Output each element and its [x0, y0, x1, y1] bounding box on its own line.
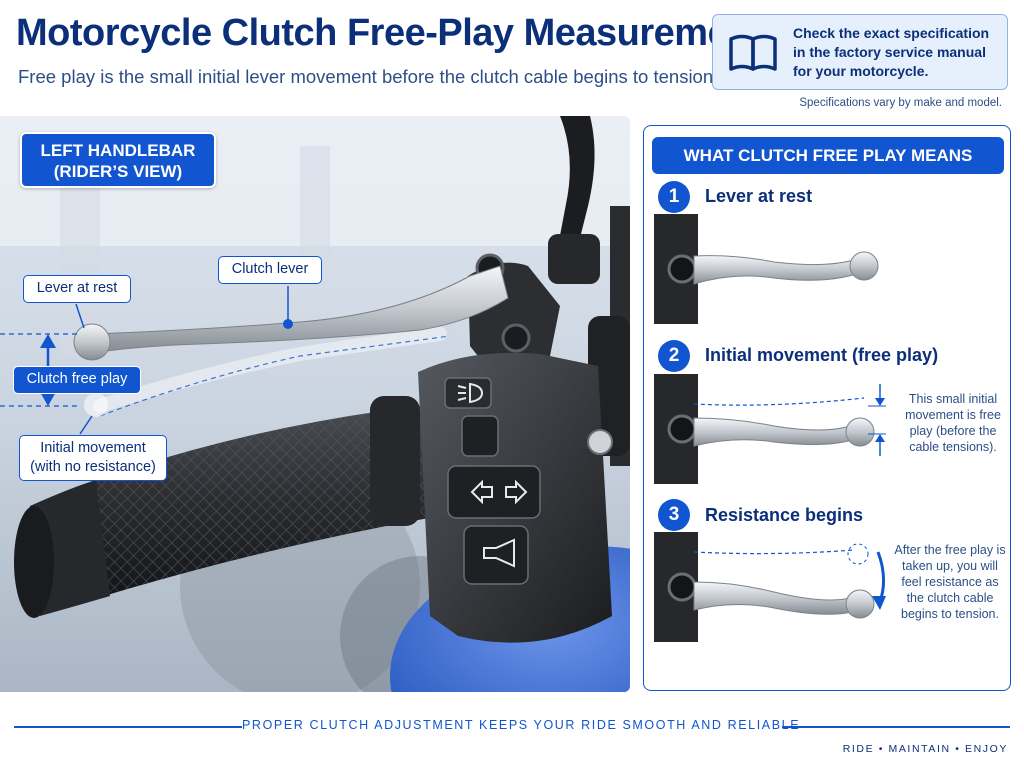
step-2-note: This small initial movement is free play…	[905, 392, 1001, 454]
page-title: Motorcycle Clutch Free-Play Measurement	[16, 12, 764, 54]
step-3-note: After the free play is taken up, you wil…	[894, 543, 1006, 621]
callout-lever-at-rest: Lever at rest	[23, 275, 131, 303]
horn-icon	[483, 538, 515, 568]
explainer-header: WHAT CLUTCH FREE PLAY MEANS	[652, 137, 1004, 174]
specification-disclaimer: Specifications vary by make and model.	[799, 97, 1002, 109]
footer-divider-right	[782, 726, 1010, 728]
footer-tagline: PROPER CLUTCH ADJUSTMENT KEEPS YOUR RIDE…	[242, 718, 801, 732]
page-subtitle: Free play is the small initial lever mov…	[18, 66, 719, 87]
headlight-icon	[457, 382, 484, 404]
note-text: Check the exact specification in the fac…	[793, 25, 990, 79]
step-2-lever-image	[654, 374, 886, 484]
step-title: Initial movement (free play)	[705, 345, 939, 365]
step-1-lever-image	[654, 214, 879, 324]
service-manual-note: Check the exact specification in the fac…	[712, 14, 1008, 90]
footer-motto: RIDE • MAINTAIN • ENJOY	[842, 743, 1008, 755]
callout-clutch-lever: Clutch lever	[218, 256, 322, 284]
callout-initial-movement: Initial movement (with no resistance)	[19, 435, 167, 481]
step-number: 3	[658, 499, 690, 531]
step-title: Resistance begins	[705, 505, 864, 525]
arrow-right-icon	[505, 479, 528, 505]
step-title: Lever at rest	[705, 186, 813, 206]
arrow-left-icon	[470, 479, 493, 505]
step-number: 2	[658, 340, 690, 372]
step-3-lever-image	[654, 532, 886, 642]
callout-clutch-free-play: Clutch free play	[13, 366, 141, 394]
footer-divider-left	[14, 726, 242, 728]
handlebar-illustration	[0, 116, 630, 692]
step-number: 1	[658, 181, 690, 213]
book-icon	[729, 34, 777, 71]
panel-title: LEFT HANDLEBAR (RIDER’S VIEW)	[20, 132, 216, 188]
